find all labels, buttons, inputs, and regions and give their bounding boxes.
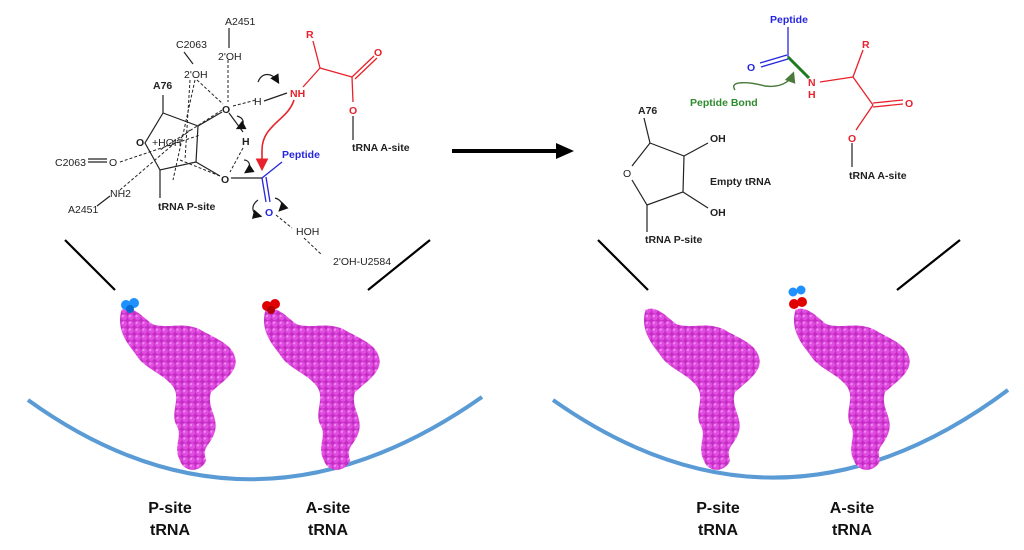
ribosome-arc-right xyxy=(551,388,1010,480)
left-a-caption-2: tRNA xyxy=(308,522,348,539)
oh-top-label: 2'OH xyxy=(218,51,242,63)
left-a-caption-1: A-site xyxy=(306,500,351,517)
r-oh2-label: OH xyxy=(710,207,726,219)
hoh-plus-label: +HOH xyxy=(152,137,181,149)
right-p-caption-1: P-site xyxy=(696,500,740,517)
h-mid-label: H xyxy=(242,136,250,148)
left-p-site-trna xyxy=(120,308,236,470)
o-carbonyl-label: O xyxy=(374,47,382,59)
c2063-top-label: C2063 xyxy=(176,39,207,51)
ring-o-label: O xyxy=(136,137,144,149)
o-left-label: O xyxy=(109,157,117,169)
left-mechanism: A2451 2'OH C2063 2'OH A76 O +HOH C2063 O… xyxy=(55,16,410,268)
o-ester-label: O xyxy=(221,174,229,186)
peptide-label: Peptide xyxy=(282,149,320,161)
u2584-label: 2'OH-U2584 xyxy=(333,256,391,268)
left-p-caption-2: tRNA xyxy=(150,522,190,539)
r-oh1-label: OH xyxy=(710,133,726,145)
right-a-site-peptide-cap xyxy=(788,285,807,309)
zoom-lines xyxy=(64,239,961,291)
hoh-label: HOH xyxy=(296,226,319,238)
r-label: R xyxy=(306,29,314,41)
nh-label: NH xyxy=(290,88,305,100)
o-carbonyl-blue-label: O xyxy=(265,207,273,219)
left-p-site-peptide-cap xyxy=(121,298,139,313)
right-a-caption-1: A-site xyxy=(830,500,875,517)
peptide-bond-label: Peptide Bond xyxy=(690,97,758,109)
right-p-site-trna xyxy=(644,308,760,470)
left-p-caption-1: P-site xyxy=(148,500,192,517)
right-a-caption-2: tRNA xyxy=(832,522,872,539)
r-n-label: N xyxy=(808,77,816,89)
empty-trna-label: Empty tRNA xyxy=(710,176,772,188)
r-a76-label: A76 xyxy=(638,105,657,117)
r-h-label: H xyxy=(808,89,816,101)
left-a-site-aminoacid-cap xyxy=(262,299,280,314)
trna-p-site-label: tRNA P-site xyxy=(158,201,216,213)
o-bridge-label: O xyxy=(222,104,230,116)
right-p-caption-2: tRNA xyxy=(698,522,738,539)
r-o-carbonyl-label: O xyxy=(905,98,913,110)
a2451-top-label: A2451 xyxy=(225,16,256,28)
r-trna-p-site-label: tRNA P-site xyxy=(645,234,703,246)
a76-label: A76 xyxy=(153,80,172,92)
a2451-left-label: A2451 xyxy=(68,204,99,216)
trna-a-site-label: tRNA A-site xyxy=(352,142,410,154)
r-o-ester-label: O xyxy=(848,133,856,145)
right-products: Peptide O N H R O O tRNA A-site Peptide … xyxy=(623,14,913,246)
r-ring-o-label: O xyxy=(623,168,631,180)
ribosome-arc-left xyxy=(26,395,484,482)
r-trna-a-site-label: tRNA A-site xyxy=(849,170,907,182)
c2063-left-label: C2063 xyxy=(55,157,86,169)
oh-c2063-label: 2'OH xyxy=(184,69,208,81)
h-top-label: H xyxy=(254,96,262,108)
r-peptide-label: Peptide xyxy=(770,14,808,26)
nh2-label: NH2 xyxy=(110,188,131,200)
left-a-site-trna xyxy=(264,308,380,470)
right-a-site-trna xyxy=(794,308,910,470)
r-o-label: O xyxy=(747,62,755,74)
o-ester-a-label: O xyxy=(349,105,357,117)
reaction-arrow-head-icon xyxy=(556,143,574,159)
r-r-label: R xyxy=(862,39,870,51)
